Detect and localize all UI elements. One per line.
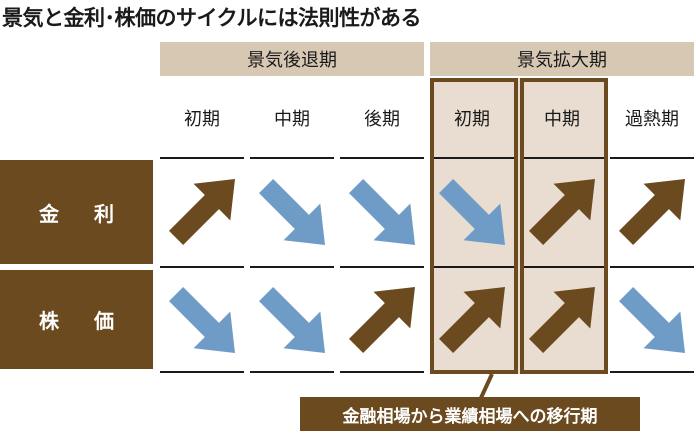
arrow-down-right-icon — [160, 270, 244, 369]
row-label-stock-price: 株 価 — [0, 270, 153, 369]
arrow-down-right-icon — [610, 270, 694, 369]
arrow-up-right-icon — [520, 270, 604, 369]
connector-line — [478, 373, 494, 401]
divider — [340, 371, 424, 373]
row-label-interest-rate: 金 利 — [0, 160, 153, 264]
arrow-down-right-icon — [340, 160, 424, 264]
group-header-recession: 景気後退期 — [160, 42, 424, 76]
divider — [520, 266, 604, 268]
divider — [160, 266, 244, 268]
divider — [520, 157, 604, 159]
divider — [160, 157, 244, 159]
divider — [610, 157, 694, 159]
arrow-up-right-icon — [610, 160, 694, 264]
transition-label: 金融相場から業績相場への移行期 — [300, 397, 640, 431]
arrow-down-right-icon — [250, 270, 334, 369]
column-label: 中期 — [274, 109, 310, 130]
divider — [160, 371, 244, 373]
column-label: 初期 — [454, 109, 490, 130]
divider — [340, 157, 424, 159]
divider — [250, 157, 334, 159]
divider — [430, 266, 514, 268]
divider — [430, 157, 514, 159]
column-label: 初期 — [184, 109, 220, 130]
page-title: 景気と金利･株価のサイクルには法則性がある — [2, 6, 421, 30]
arrow-down-right-icon — [430, 160, 514, 264]
highlight-frame-early — [430, 78, 518, 374]
divider — [250, 371, 334, 373]
arrow-up-right-icon — [340, 270, 424, 369]
group-header-expansion: 景気拡大期 — [430, 42, 694, 76]
column-label: 過熱期 — [625, 109, 679, 130]
highlight-frame-mid — [520, 78, 608, 374]
divider — [610, 266, 694, 268]
arrow-down-right-icon — [250, 160, 334, 264]
divider — [340, 266, 424, 268]
column-label: 中期 — [544, 109, 580, 130]
divider — [610, 371, 694, 373]
arrow-up-right-icon — [520, 160, 604, 264]
arrow-up-right-icon — [430, 270, 514, 369]
column-label: 後期 — [364, 109, 400, 130]
divider — [250, 266, 334, 268]
arrow-up-right-icon — [160, 160, 244, 264]
